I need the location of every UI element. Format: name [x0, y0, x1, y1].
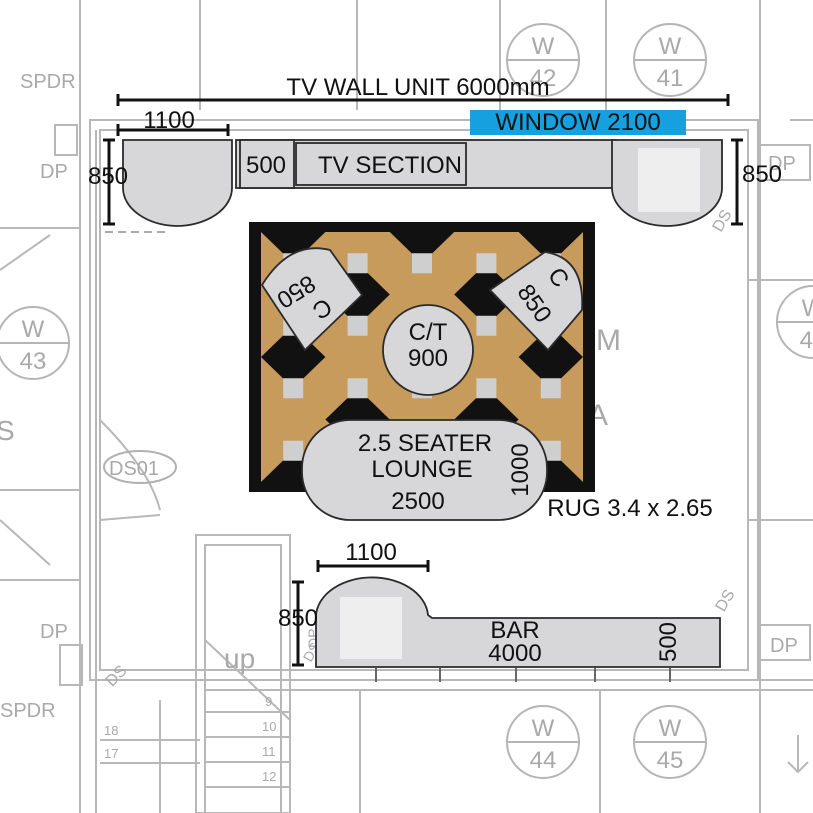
rug-tile-square [347, 315, 368, 336]
window-marker-number: 42 [530, 65, 557, 92]
rug-label: RUG 3.4 x 2.65 [547, 495, 712, 522]
chair-left [260, 247, 364, 352]
stair-number: 17 [104, 746, 118, 761]
coffee-table [382, 304, 474, 396]
rug-tile-shape [389, 388, 455, 420]
spdr-bottom-label: SPDR [0, 700, 56, 722]
rug-tile-square [412, 253, 432, 274]
rug-tile-square [347, 378, 368, 399]
bar-counter [315, 576, 721, 668]
rug-tile-shape [325, 357, 390, 389]
lounge [301, 419, 548, 521]
up-label: up [224, 643, 255, 674]
window-label: WINDOW 2100 [495, 109, 660, 136]
lounge-line1: 2.5 SEATER [358, 430, 492, 457]
rug-tile-shape [518, 388, 583, 420]
rug-tile-shape [389, 232, 455, 264]
stair-number: 11 [262, 744, 276, 759]
dp-bottom-right-label: DP [770, 635, 798, 657]
rug-tile-square [283, 440, 304, 461]
rug-tile-shape [325, 388, 390, 420]
left-corner-cabinet [122, 139, 233, 227]
window-marker-number: 44 [530, 747, 557, 774]
rug-tile-shape [454, 232, 519, 264]
arrow-down-icon [787, 735, 809, 774]
window-marker-letter: W [22, 316, 45, 343]
window-marker-letter: W [532, 715, 555, 742]
small-cabinet-label: 500 [246, 152, 286, 179]
rug-tile-shape [454, 388, 519, 420]
rug-tile-square [540, 378, 561, 399]
dp-bottom-left-label: DP [40, 621, 68, 643]
rug-tile-square [476, 378, 497, 399]
tv-section [295, 142, 467, 186]
dp-top-right-label: DP [768, 153, 796, 175]
bar-dividers [375, 668, 671, 682]
rug-tile-shape [261, 419, 326, 451]
window-marker-letter: W [802, 295, 813, 322]
rug-tile-shape [518, 357, 583, 389]
rug-tile-shape [389, 263, 455, 295]
bar-end-depth: 850 [278, 605, 318, 632]
rug-tile-shape [518, 419, 583, 451]
rug-tile-shape [325, 232, 390, 264]
rug-tile-square [347, 253, 368, 274]
rug-tile-square [283, 378, 304, 399]
stair-numbers: 9 10 11 12 18 17 [104, 694, 276, 784]
spdr-top-label: SPDR [20, 71, 76, 93]
window-highlight [470, 110, 686, 135]
top-right-depth-dimension: 850 [742, 161, 782, 188]
bar-end-width: 1100 [345, 539, 397, 566]
window-marker-number: 45 [657, 747, 684, 774]
window-marker-letter: W [532, 33, 555, 60]
lounge-length: 2500 [391, 488, 444, 515]
coffee-table-code: C/T [409, 319, 448, 346]
coffee-table-size: 900 [408, 345, 448, 372]
window-marker-letter: W [659, 715, 682, 742]
stair-number: 10 [262, 719, 276, 734]
bar-depth: 500 [655, 622, 682, 662]
lounge-line2: LOUNGE [371, 456, 472, 483]
ds-bottom-right-label: DS [713, 587, 739, 615]
rug-tile-shape [261, 325, 326, 357]
rug-tile-shape [261, 232, 326, 264]
ds-bottom-left-label: DS [103, 662, 131, 690]
window-marker-letter: W [659, 33, 682, 60]
stair-number: 12 [262, 769, 276, 784]
rug-tile-square [476, 253, 497, 274]
lounge-depth: 1000 [507, 443, 534, 496]
window-marker-number: 43 [20, 348, 47, 375]
dp-top-left-label: DP [40, 161, 68, 183]
small-cabinet [239, 139, 295, 189]
dimension-lines [103, 94, 743, 667]
bar-length: 4000 [488, 640, 541, 667]
top-left-width-dimension: 1100 [143, 107, 195, 134]
rug-tile-shape [261, 357, 326, 389]
bar-label: BAR [490, 617, 539, 644]
top-left-depth-dimension: 850 [88, 163, 128, 190]
tv-section-label: TV SECTION [318, 152, 462, 179]
stair-number: 9 [265, 694, 272, 709]
rug-tile-shape [325, 325, 390, 357]
s-label: S [0, 415, 15, 446]
rug-tile-shape [261, 388, 326, 420]
furniture [122, 139, 723, 668]
window-marker-number: 41 [657, 65, 684, 92]
tv-wall-unit-dimension: TV WALL UNIT 6000mm [286, 74, 549, 101]
window-markers: W42W41W43W40W44W45 [0, 23, 813, 779]
ds-top-right-label: DS [710, 207, 736, 235]
window-marker-number: 40 [800, 327, 813, 354]
m-label: M [596, 324, 621, 357]
chair-right [488, 251, 584, 352]
rug-tile-square [476, 315, 497, 336]
stair-number: 18 [104, 723, 118, 738]
rug-tile-shape [518, 232, 583, 264]
ds01-label: DS01 [109, 458, 159, 480]
